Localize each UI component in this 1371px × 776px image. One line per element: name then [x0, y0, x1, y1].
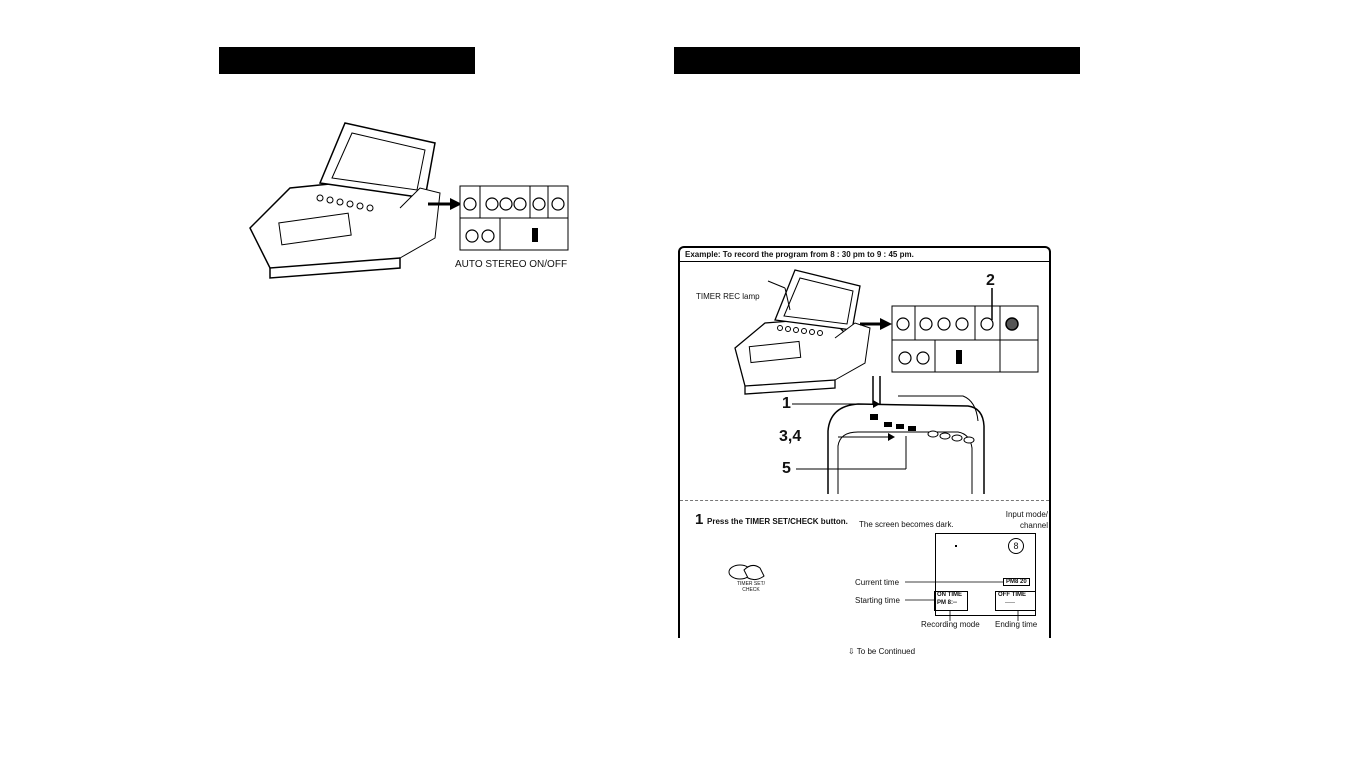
- example-title: Example: To record the program from 8 : …: [685, 250, 914, 259]
- tv-screen-display: [935, 533, 1036, 616]
- current-time-value: PM8 20: [1003, 578, 1030, 586]
- on-time-value: PM 8:--: [937, 600, 957, 606]
- timer-rec-lamp-label: TIMER REC lamp: [696, 292, 760, 301]
- off-time-box-label: OFF TIME: [998, 592, 1026, 598]
- example-title-rule: [680, 261, 1049, 262]
- step-1-number: 1: [695, 511, 704, 528]
- screen-dark-label: The screen becomes dark.: [859, 520, 954, 529]
- timer-set-button-icon: [726, 560, 766, 590]
- continued-note: ⇩ To be Continued: [848, 647, 916, 656]
- off-time-value: -----: [1005, 600, 1015, 606]
- display-callout-lines: [900, 545, 1050, 625]
- channel-number: 8: [1008, 538, 1024, 554]
- example-frame: [678, 246, 1051, 638]
- auto-stereo-label: AUTO STEREO ON/OFF: [455, 259, 568, 270]
- step-1-instruction: Press the TIMER SET/CHECK button.: [707, 517, 848, 526]
- callout-3-4: 3,4: [779, 428, 802, 445]
- ending-time-label: Ending time: [995, 620, 1038, 629]
- closeup-illustration: [778, 376, 998, 496]
- current-time-label: Current time: [855, 578, 900, 587]
- input-mode-label: Input mode/ channel: [1005, 510, 1048, 530]
- callout-2: 2: [986, 272, 995, 289]
- timer-device-illustration: [720, 268, 1040, 398]
- step-divider: [680, 500, 1049, 501]
- callout-5: 5: [782, 460, 791, 477]
- timer-set-check-label: TIMER SET/ CHECK: [736, 581, 766, 593]
- continued-text: To be Continued: [856, 647, 916, 656]
- callout-1: 1: [782, 395, 791, 412]
- screen-dot: [955, 545, 957, 547]
- recording-mode-label: Recording mode: [921, 620, 980, 629]
- starting-time-label: Starting time: [855, 596, 900, 605]
- on-time-box-label: ON TIME: [937, 592, 962, 598]
- right-header-bar: [674, 47, 1080, 74]
- on-time-box: [934, 591, 968, 611]
- left-device-illustration: [249, 118, 570, 290]
- off-time-box: [995, 591, 1036, 611]
- left-header-bar: [219, 47, 475, 74]
